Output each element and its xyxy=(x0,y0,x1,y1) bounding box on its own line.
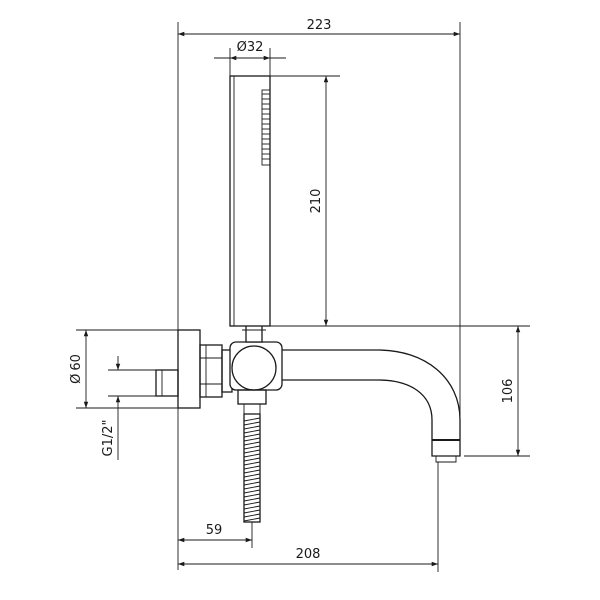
hose-coil xyxy=(243,457,261,462)
spray-nozzles xyxy=(261,89,271,166)
hose-coil xyxy=(243,441,261,446)
dimension-lines: 223 Ø32 210 106 Ø 60 G1/2" xyxy=(69,18,530,572)
hose-coil xyxy=(243,433,261,438)
flange-diameter-value: 60 xyxy=(69,354,84,371)
dim-spout-projection: 208 xyxy=(296,547,321,562)
hose-coil xyxy=(243,421,261,426)
dim-thread-size: G1/2" xyxy=(101,420,116,457)
dim-handshower-length: 210 xyxy=(309,189,324,214)
hose-coil xyxy=(243,429,261,434)
bath-spout xyxy=(269,349,461,457)
hose-coil xyxy=(243,445,261,450)
hose-coil xyxy=(243,509,261,514)
hose-coil xyxy=(243,449,261,454)
thread-connector xyxy=(155,369,179,397)
hose-coil xyxy=(243,477,261,482)
hose-coil xyxy=(243,513,261,518)
hose-coil xyxy=(243,485,261,490)
hose-coil xyxy=(243,437,261,442)
dim-overall-width: 223 xyxy=(307,18,332,33)
hose-coil xyxy=(243,425,261,430)
hose-coil xyxy=(243,481,261,486)
diameter-symbol: Ø xyxy=(69,374,84,384)
hose-coil xyxy=(243,417,261,422)
hose-coil xyxy=(243,493,261,498)
dim-hose-offset: 59 xyxy=(206,523,223,538)
hose-coil xyxy=(243,497,261,502)
hose-coil xyxy=(243,501,261,506)
hand-shower xyxy=(229,75,271,327)
dim-spout-height: 106 xyxy=(501,379,516,404)
dim-flange-diameter: Ø 60 xyxy=(69,354,84,384)
shower-hose xyxy=(243,413,261,523)
hose-outlet-nut xyxy=(237,389,267,405)
hose-coil xyxy=(243,505,261,510)
wall-flange xyxy=(177,329,201,409)
dim-handshower-diameter: Ø32 xyxy=(237,40,264,55)
hose-coil xyxy=(243,465,261,470)
faucet-geometry xyxy=(155,75,461,523)
hose-coil xyxy=(243,489,261,494)
hose-coil xyxy=(243,461,261,466)
flange-collar xyxy=(199,344,223,398)
hose-coil xyxy=(243,469,261,474)
diverter-knob xyxy=(231,345,277,391)
hose-coil xyxy=(243,517,261,522)
hose-coil xyxy=(243,473,261,478)
hose-coil xyxy=(243,453,261,458)
